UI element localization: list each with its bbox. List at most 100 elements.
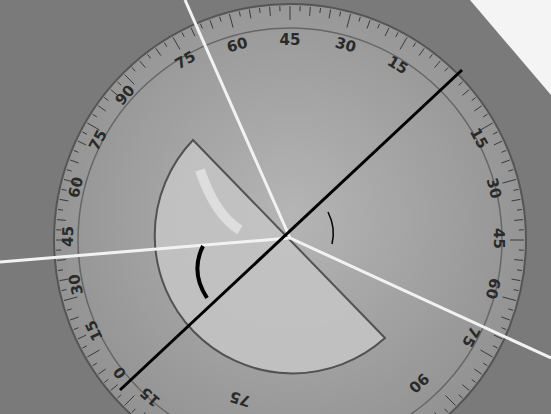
tick: [446, 396, 456, 406]
tick: [319, 8, 321, 13]
tick: [259, 8, 261, 13]
tick: [229, 14, 233, 28]
tick: [62, 290, 67, 291]
tick: [501, 160, 509, 163]
tick: [156, 48, 161, 55]
tick: [87, 350, 99, 357]
scale-number: 15: [384, 53, 410, 77]
tick: [290, 6, 291, 20]
tick: [173, 37, 180, 49]
scale-number: 30: [67, 272, 86, 295]
tick: [82, 346, 86, 348]
tick: [98, 369, 105, 374]
tick: [67, 309, 72, 311]
tick: [93, 363, 97, 366]
scale-number: 15: [466, 125, 489, 151]
tick: [493, 346, 497, 348]
tick: [435, 412, 441, 414]
tick: [340, 12, 341, 17]
tick: [472, 98, 476, 101]
tick: [519, 249, 524, 250]
tick: [445, 67, 448, 71]
paper-corner: [470, 0, 551, 95]
tick: [104, 98, 108, 101]
tick: [58, 209, 63, 211]
tick: [519, 229, 524, 230]
tick: [517, 209, 522, 211]
tick: [140, 412, 146, 414]
tick: [514, 189, 519, 190]
tick: [93, 114, 97, 117]
tick: [57, 259, 66, 261]
tick: [462, 90, 469, 96]
tick: [367, 20, 370, 28]
tick: [419, 48, 424, 55]
tick: [220, 17, 222, 22]
tick: [58, 269, 63, 271]
tick: [117, 82, 121, 85]
tick: [459, 82, 463, 85]
tick: [140, 61, 146, 68]
scale-number: 45: [490, 227, 505, 248]
tick: [483, 363, 487, 366]
tick: [503, 297, 517, 301]
tick: [514, 259, 523, 261]
tick: [413, 43, 416, 47]
tick: [62, 189, 67, 190]
scale-ticks: [56, 6, 524, 414]
tick: [503, 179, 517, 183]
tick: [435, 61, 441, 68]
black-line: [120, 70, 462, 390]
tick: [64, 297, 78, 301]
tick: [132, 409, 135, 413]
scale-number: 75: [458, 323, 481, 348]
tick: [78, 335, 86, 339]
tick: [514, 290, 519, 291]
tick: [493, 132, 497, 134]
tick: [508, 170, 513, 172]
tick: [329, 10, 331, 19]
scale-number: 75: [172, 48, 198, 71]
tick: [239, 12, 240, 17]
tick: [182, 32, 184, 36]
scale-number: 75: [228, 388, 252, 409]
tick: [269, 7, 271, 16]
scale-number: 30: [483, 176, 503, 200]
tick: [472, 379, 476, 382]
scale-ring: [78, 28, 502, 414]
tick: [67, 170, 72, 172]
tick: [279, 6, 280, 11]
tick: [210, 20, 213, 28]
tick: [74, 150, 79, 152]
tick: [481, 350, 493, 357]
tick: [132, 67, 135, 71]
tick: [98, 106, 105, 111]
tick: [82, 132, 86, 134]
angle-arc: [197, 246, 207, 298]
tick: [459, 395, 463, 398]
scale-number: 15: [83, 317, 105, 342]
tick: [56, 249, 61, 250]
tick: [445, 409, 448, 413]
scale-number: 30: [333, 35, 357, 55]
tick: [512, 279, 521, 281]
tick: [164, 43, 167, 47]
tick: [60, 199, 69, 201]
tick: [74, 328, 79, 330]
angle-arc: [328, 212, 333, 244]
tick: [517, 269, 522, 271]
tick: [347, 14, 351, 28]
scale-number: 60: [66, 175, 86, 199]
scale-number: 90: [405, 369, 431, 394]
glare: [200, 170, 240, 230]
tick: [299, 6, 300, 11]
tick: [378, 24, 380, 29]
tick: [148, 54, 151, 58]
tick: [57, 219, 66, 221]
scale-number: 60: [482, 276, 501, 300]
tick: [385, 28, 389, 36]
tick: [117, 395, 121, 398]
tick: [249, 10, 251, 19]
tick: [462, 385, 469, 391]
tick: [501, 317, 509, 320]
